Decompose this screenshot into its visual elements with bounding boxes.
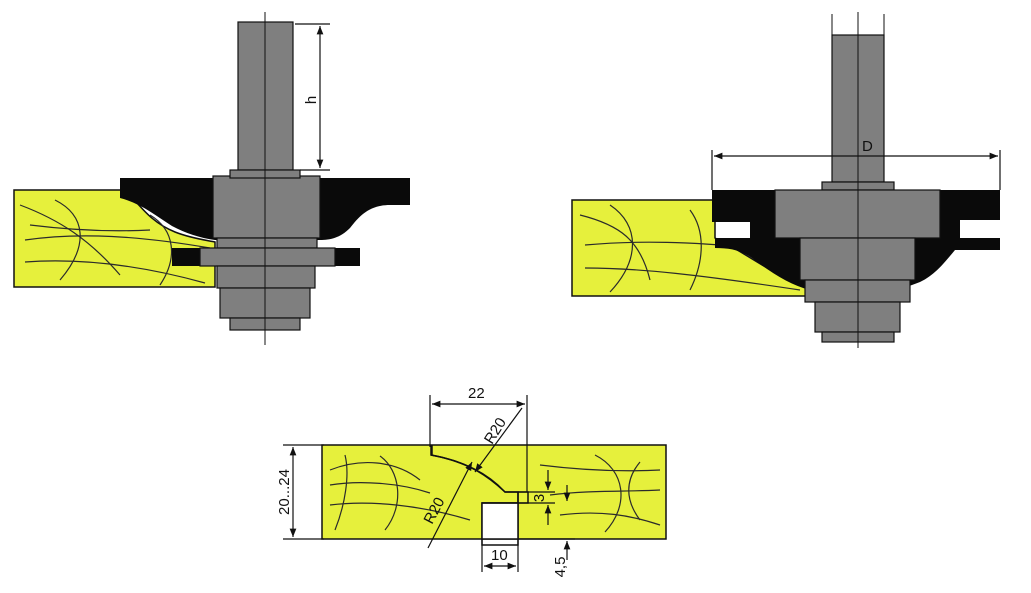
left-bearing-1 <box>216 265 316 289</box>
label-3: 3 <box>531 494 548 502</box>
radius-leader-top <box>474 407 523 473</box>
radius-leader-bottom <box>427 461 473 549</box>
left-cutter-view: h <box>13 12 410 345</box>
label-D: D <box>862 138 873 155</box>
left-slot-hub <box>199 247 336 267</box>
label-thickness: 20...24 <box>276 469 293 515</box>
label-4-5: 4,5 <box>552 557 569 578</box>
label-h: h <box>303 96 320 104</box>
left-hub <box>212 175 321 239</box>
left-wood-grain <box>19 199 211 286</box>
label-22: 22 <box>468 385 485 402</box>
label-10: 10 <box>491 547 508 564</box>
right-cutter-view: D <box>571 12 1001 348</box>
section-wood-grain <box>329 454 661 533</box>
joint-section-view: 22 R20 R20 20...24 3 4,5 10 <box>276 385 667 578</box>
left-spacer <box>216 237 318 249</box>
